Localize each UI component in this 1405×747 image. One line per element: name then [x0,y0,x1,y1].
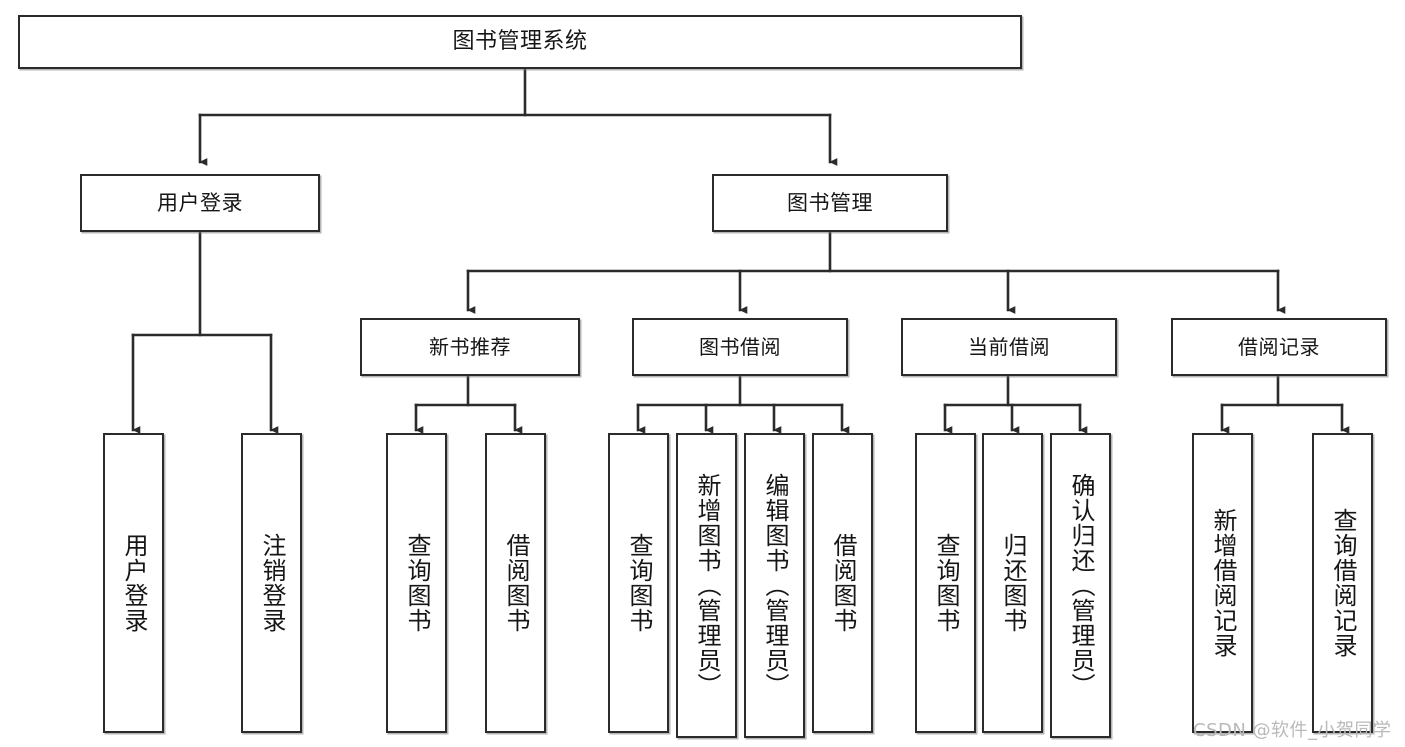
csdn-watermark: CSDN @软件_小贺同学 [1193,720,1392,741]
leaf-borrow-borrow-book[interactable]: 借阅图书 [812,433,873,733]
node-label: 新书推荐 [429,334,511,359]
leaf-record-add-record[interactable]: 新增借阅记录 [1192,433,1253,733]
node-book-management[interactable]: 图书管理 [712,174,948,232]
node-label: 新增图书（管理员） [692,473,721,698]
node-label: 图书借阅 [699,334,781,359]
node-label: 图书管理系统 [452,29,588,55]
node-label: 当前借阅 [968,334,1050,359]
node-label: 查询图书 [931,533,960,633]
node-label: 新增借阅记录 [1208,508,1237,658]
leaf-new-book-borrow[interactable]: 借阅图书 [485,433,546,733]
leaf-user-login-logout[interactable]: 注销登录 [241,433,302,733]
leaf-borrow-query-book[interactable]: 查询图书 [608,433,669,733]
node-label: 注销登录 [257,533,286,633]
node-label: 编辑图书（管理员） [760,473,789,698]
leaf-current-confirm-return-admin[interactable]: 确认归还（管理员） [1050,433,1111,738]
node-label: 借阅记录 [1238,334,1320,359]
node-label: 借阅图书 [828,533,857,633]
node-label: 查询借阅记录 [1328,508,1357,658]
leaf-current-query-book[interactable]: 查询图书 [915,433,976,733]
node-user-login[interactable]: 用户登录 [80,174,320,232]
node-label: 用户登录 [157,190,243,215]
node-new-book-recommend[interactable]: 新书推荐 [360,318,580,376]
leaf-borrow-add-book-admin[interactable]: 新增图书（管理员） [676,433,737,738]
node-label: 查询图书 [402,533,431,633]
node-label: 确认归还（管理员） [1066,473,1095,698]
node-label: 用户登录 [119,533,148,633]
node-root-system[interactable]: 图书管理系统 [18,15,1022,69]
leaf-user-login-login[interactable]: 用户登录 [103,433,164,733]
node-current-borrow[interactable]: 当前借阅 [901,318,1117,376]
node-label: 借阅图书 [501,533,530,633]
leaf-current-return-book[interactable]: 归还图书 [982,433,1043,733]
node-label: 归还图书 [998,533,1027,633]
leaf-record-query-record[interactable]: 查询借阅记录 [1312,433,1373,733]
leaf-borrow-edit-book-admin[interactable]: 编辑图书（管理员） [744,433,805,738]
node-book-borrow[interactable]: 图书借阅 [632,318,848,376]
leaf-new-book-query[interactable]: 查询图书 [386,433,447,733]
node-label: 图书管理 [787,190,873,215]
node-label: 查询图书 [624,533,653,633]
node-borrow-record[interactable]: 借阅记录 [1171,318,1387,376]
